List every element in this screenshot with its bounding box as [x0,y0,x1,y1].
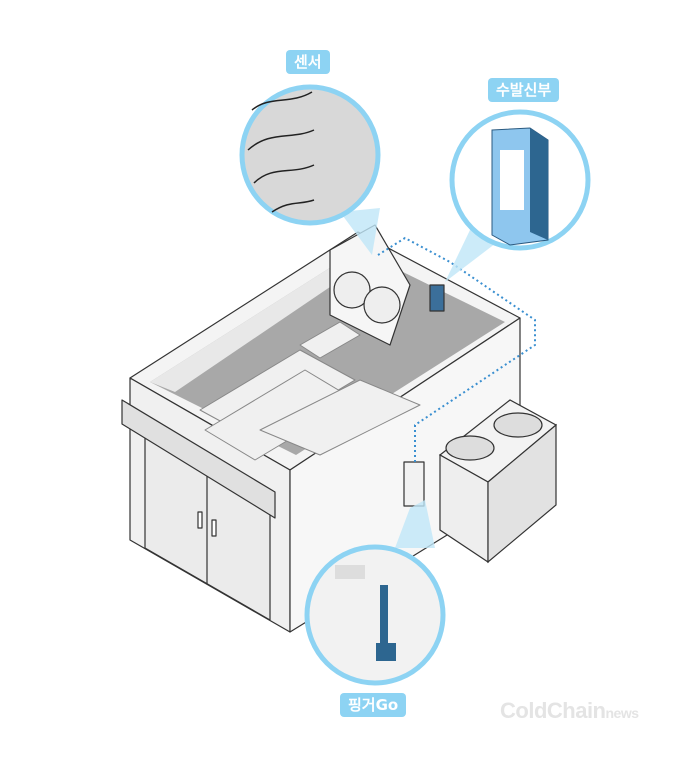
transmitter-label: 수발신부 [488,78,560,102]
watermark-logo: ColdChainnews [500,698,639,724]
sensor-label: 센서 [286,50,330,74]
condensing-unit [438,399,558,564]
watermark-brand: ColdChain [500,698,606,723]
pingergo-callout-circle [304,544,446,686]
sensor-callout-circle [239,84,381,226]
cold-room [121,224,521,633]
signal-path [377,236,536,462]
watermark-suffix: news [605,705,640,721]
transmitter-callout-circle [449,109,591,251]
pingergo-label: 핑거Go [340,693,407,717]
